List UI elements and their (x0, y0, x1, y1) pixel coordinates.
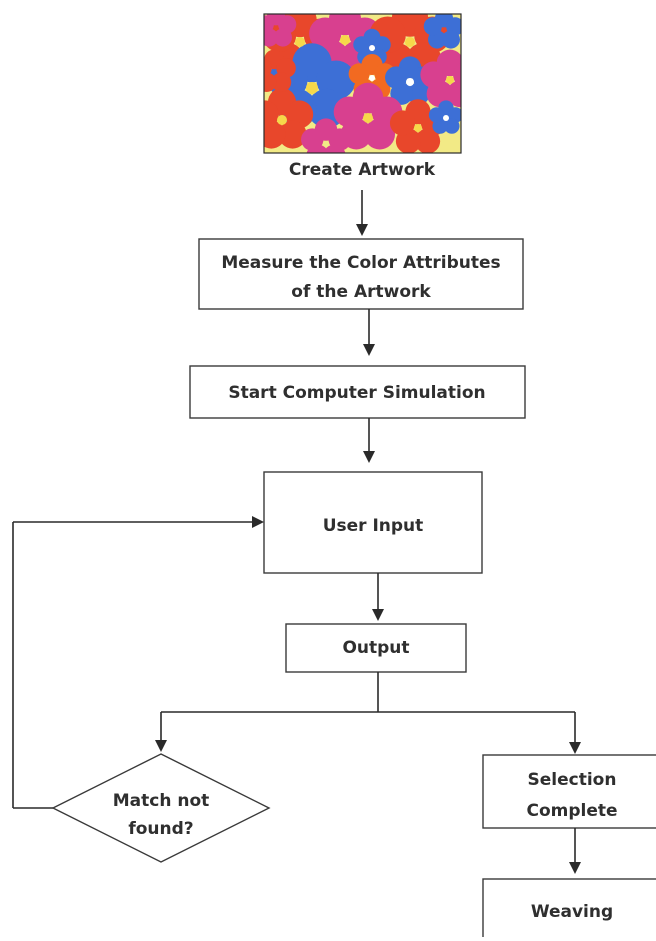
simulation-label: Start Computer Simulation (228, 383, 485, 403)
user-input-label: User Input (323, 516, 424, 536)
selection-complete-box: Selection Complete (482, 754, 656, 829)
arrow-artwork-to-measure (356, 190, 368, 236)
measure-line-1: Measure the Color Attributes (221, 253, 500, 273)
selection-line-2: Complete (526, 801, 617, 821)
branch-connector (155, 672, 581, 754)
loop-back-arrow (12, 516, 264, 809)
arrow-simulation-to-user-input (363, 418, 375, 463)
arrow-measure-to-simulation (363, 309, 375, 356)
create-artwork-label: Create Artwork (289, 160, 436, 180)
user-input-box: User Input (263, 471, 483, 574)
weaving-label: Weaving (531, 902, 613, 922)
measure-line-2: of the Artwork (291, 282, 431, 302)
output-label: Output (342, 638, 409, 658)
weaving-box: Weaving (482, 878, 656, 941)
arrow-user-input-to-output (372, 573, 384, 621)
measure-color-box: Measure the Color Attributes of the Artw… (198, 238, 524, 310)
match-not-found-decision: Match not found? (51, 753, 271, 863)
arrow-selection-to-weaving (569, 828, 581, 874)
selection-line-1: Selection (528, 770, 617, 790)
output-box: Output (285, 623, 467, 673)
start-simulation-box: Start Computer Simulation (189, 365, 526, 419)
decision-line-1: Match not (113, 791, 210, 811)
decision-line-2: found? (128, 819, 193, 839)
artwork-frame (263, 13, 462, 154)
artwork-image (264, 14, 461, 153)
